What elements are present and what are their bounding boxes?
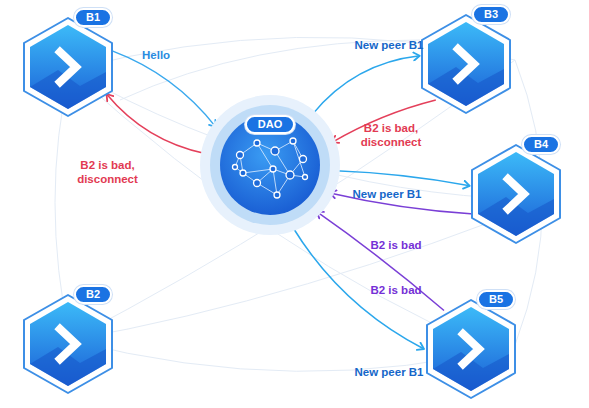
node-hexagon [22,16,114,118]
node-hexagon [420,13,512,115]
node-name-tag: B2 [74,285,112,304]
node-name-tag: B1 [74,8,112,27]
message-label: B2 is bad, disconnect [356,121,426,149]
node-hexagon [425,298,517,400]
message-label: B2 is bad [364,238,428,252]
message-arrow [107,94,206,154]
node-name-tag: B5 [477,290,515,309]
message-label: Hello [142,48,182,62]
node-name-tag: B4 [522,135,560,154]
dao-node: DAO [195,95,345,240]
message-label: New peer B1 [348,365,430,379]
peer-node: B5 [425,290,525,400]
peer-node: B3 [420,5,520,115]
message-label: New peer B1 [348,38,430,52]
peer-node: B1 [22,8,122,118]
message-arrow [336,171,470,186]
peer-node: B4 [470,135,570,245]
message-arrow [312,56,419,115]
node-hexagon [22,293,114,395]
message-label: B2 is bad, disconnect [70,158,145,186]
node-name-tag: B3 [472,5,510,24]
message-label: B2 is bad [364,283,428,297]
peer-node: B2 [22,285,122,395]
message-label: New peer B1 [346,187,428,201]
node-name-tag: DAO [245,115,295,134]
node-hexagon [470,143,562,245]
message-arrow [317,212,444,311]
